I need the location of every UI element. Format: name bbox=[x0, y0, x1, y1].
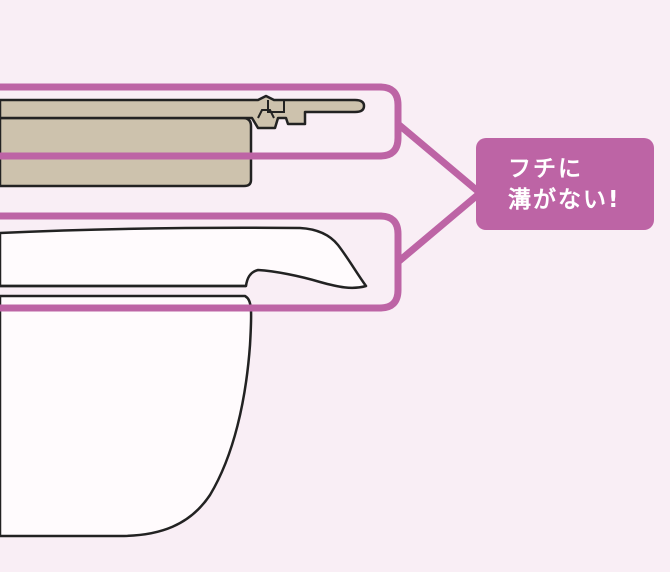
lid-hinge-detail bbox=[267, 100, 285, 113]
callout-line-1: フチに bbox=[508, 156, 583, 182]
lid-lower-block bbox=[0, 116, 253, 188]
lid-top-plate bbox=[0, 94, 366, 130]
callout-line-2: 溝がない! bbox=[508, 187, 621, 213]
lid-clip-detail bbox=[257, 109, 275, 119]
tub-body bbox=[0, 294, 253, 538]
connector-line-bottom bbox=[394, 189, 484, 266]
connector-line-top bbox=[394, 120, 484, 197]
callout-box: フチに 溝がない! bbox=[476, 138, 654, 230]
tub-rim bbox=[0, 226, 368, 290]
